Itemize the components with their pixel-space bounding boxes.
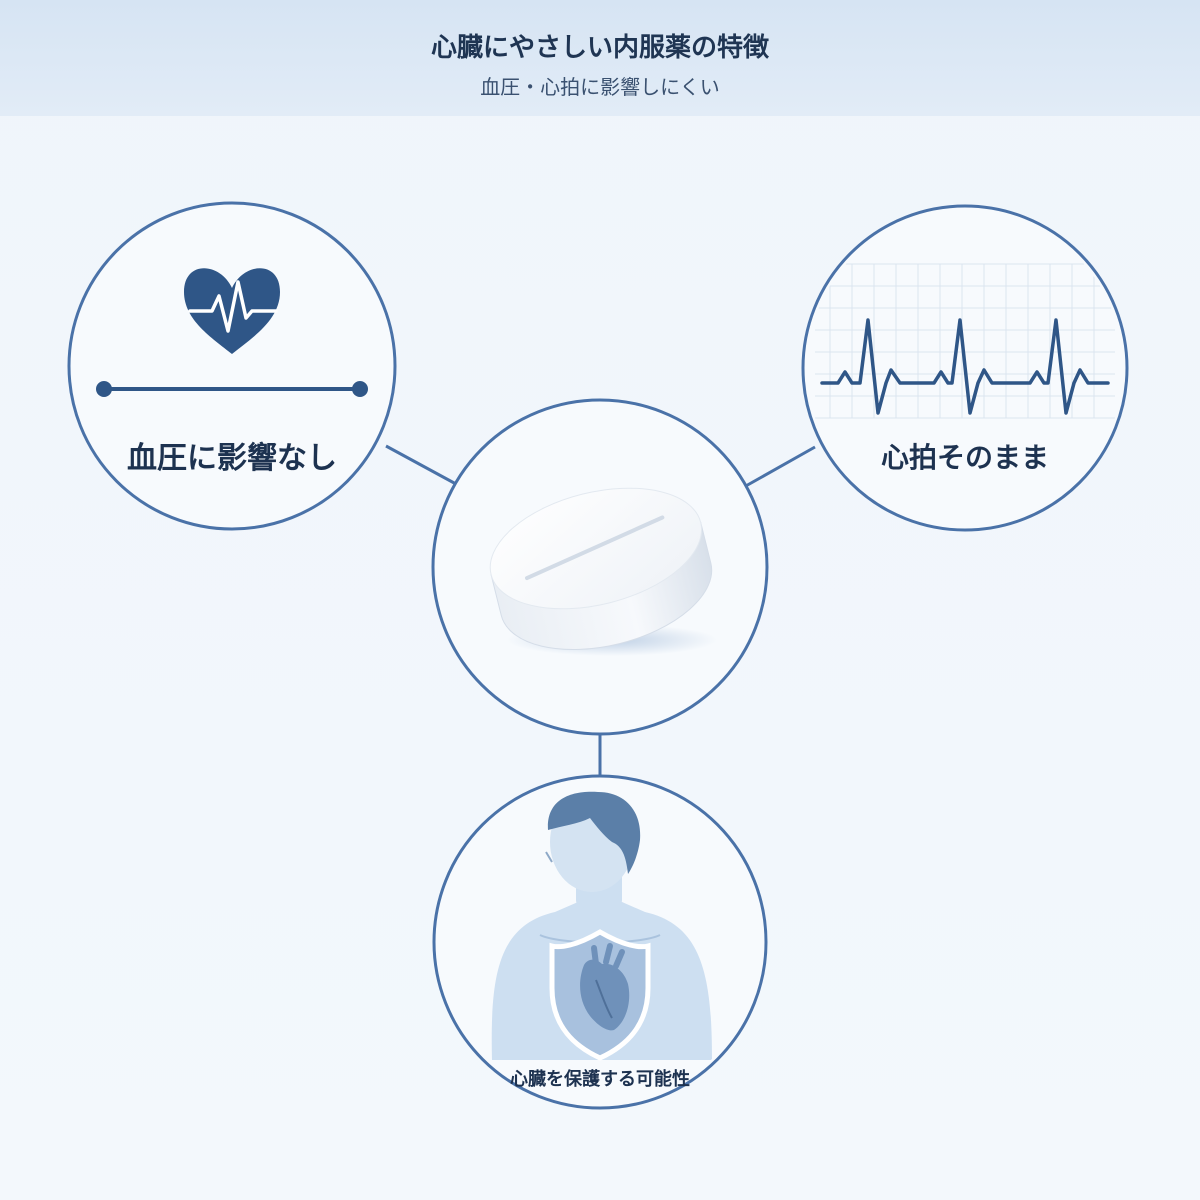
flat-line-icon	[96, 381, 368, 397]
node-circle-left	[67, 201, 397, 531]
shielded-heart-body-icon	[491, 791, 712, 1061]
node-heart-rate: 心拍そのまま	[801, 204, 1129, 532]
tablet-pill-icon	[489, 487, 717, 656]
header: 心臓にやさしい内服薬の特徴 血圧・心拍に影響しにくい	[0, 0, 1200, 116]
anatomical-heart-icon	[580, 943, 630, 1031]
node-medication	[431, 398, 769, 736]
ecg-waveform-icon	[820, 318, 1110, 415]
connectors	[385, 444, 816, 776]
node-label-left: 血圧に影響なし	[127, 441, 337, 476]
header-background	[0, 0, 1200, 116]
page-title: 心臓にやさしい内服薬の特徴	[431, 32, 770, 63]
connector-left	[385, 444, 457, 486]
connector-right	[743, 445, 816, 489]
node-label-bottom: 心臓を保護する可能性	[510, 1068, 690, 1090]
node-blood-pressure: 血圧に影響なし	[67, 201, 397, 531]
node-label-right: 心拍そのまま	[881, 441, 1049, 474]
node-heart-protection: 心臓を保護する可能性	[432, 774, 768, 1110]
heart-pulse-icon	[184, 268, 280, 354]
page-subtitle: 血圧・心拍に影響しにくい	[480, 75, 720, 99]
